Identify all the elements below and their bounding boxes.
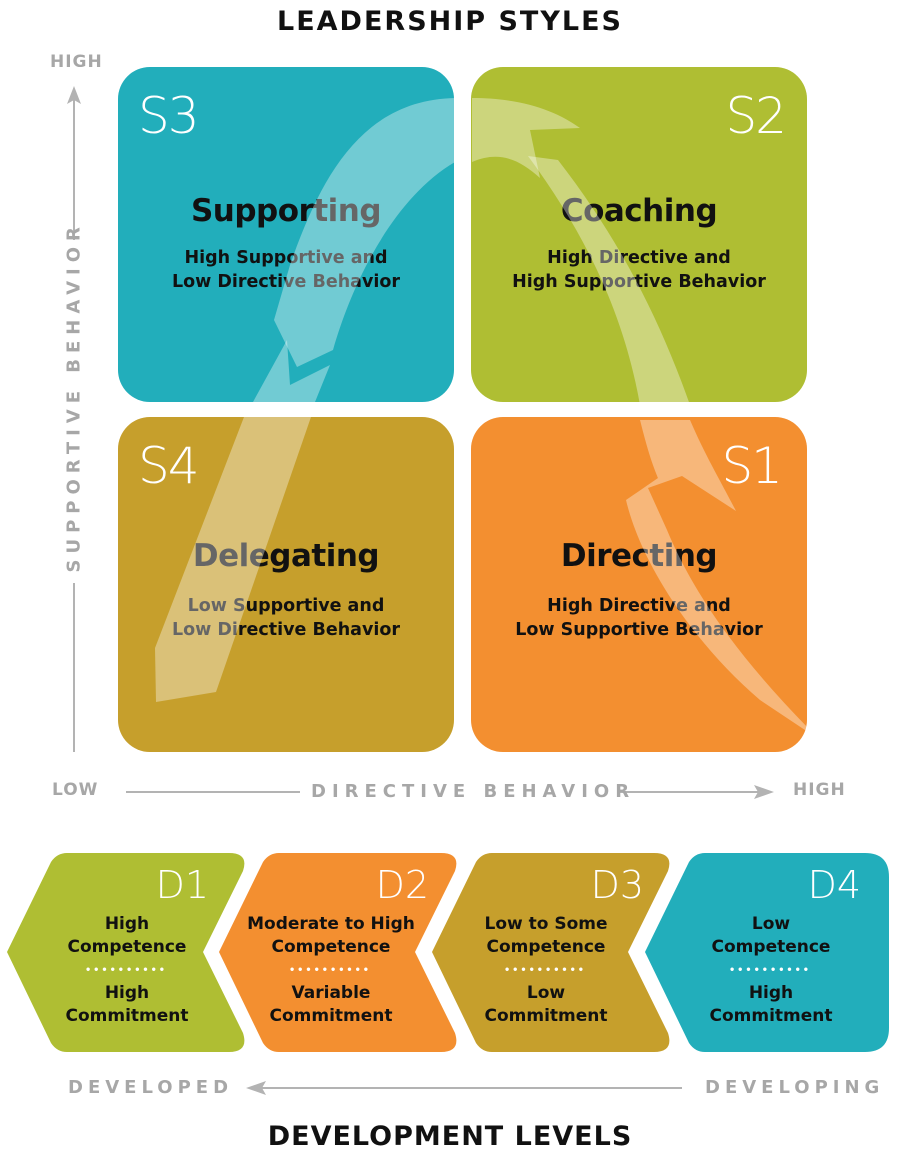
competence-line2: Competence <box>486 937 606 957</box>
competence-line2: Competence <box>711 937 831 957</box>
quadrant-number: S2 <box>725 87 787 145</box>
y-axis-arrow-icon <box>67 86 81 752</box>
competence-line1: Low to Some <box>484 914 608 934</box>
development-level-d2: D2 Moderate to High Competence •••••••••… <box>219 853 461 1052</box>
level-number: D4 <box>807 863 861 907</box>
quadrant-number: S4 <box>138 437 200 495</box>
commitment-line1: Low <box>526 983 566 1003</box>
competence-line1: Low <box>751 914 791 934</box>
quadrant-title: Delegating <box>192 538 380 574</box>
quadrant-desc-line2: High Supportive Behavior <box>512 272 766 292</box>
quadrant-desc-line2: Low Directive Behavior <box>171 272 401 292</box>
quadrant-desc-line1: High Directive and <box>547 596 731 616</box>
developing-label: DEVELOPING <box>705 1077 885 1098</box>
competence-line2: Competence <box>271 937 391 957</box>
dotted-separator: •••••••••• <box>504 962 587 976</box>
quadrant-s3-supporting: S3 Supporting High Supportive and Low Di… <box>118 67 454 402</box>
chevron-shape-icon <box>432 853 670 1052</box>
y-axis-high-label: HIGH <box>50 52 103 72</box>
commitment-line2: Commitment <box>484 1006 608 1026</box>
quadrant-desc-line2: Low Supportive Behavior <box>515 620 763 640</box>
chevron-shape-icon <box>219 853 457 1052</box>
competence-line2: Competence <box>67 937 187 957</box>
chevron-shape-icon <box>7 853 245 1052</box>
dotted-separator: •••••••••• <box>729 962 812 976</box>
quadrant-s4-delegating: S4 Delegating Low Supportive and Low Dir… <box>118 417 454 752</box>
x-axis-high-label: HIGH <box>793 780 846 800</box>
quadrant-s2-coaching: S2 Coaching High Directive and High Supp… <box>471 67 807 402</box>
development-axis-arrow-icon <box>246 1081 682 1095</box>
level-number: D3 <box>590 863 644 907</box>
quadrant-title: Coaching <box>560 193 718 229</box>
y-axis-label: SUPPORTIVE BEHAVIOR <box>63 221 85 573</box>
development-level-d4: D4 Low Competence •••••••••• High Commit… <box>645 853 889 1052</box>
x-axis-arrow-icon <box>126 785 774 799</box>
dotted-separator: •••••••••• <box>85 962 168 976</box>
quadrant-desc-line1: High Directive and <box>547 248 731 268</box>
dotted-separator: •••••••••• <box>289 962 372 976</box>
development-level-d1: D1 High Competence •••••••••• High Commi… <box>7 853 249 1052</box>
quadrant-number: S3 <box>138 87 200 145</box>
commitment-line2: Commitment <box>269 1006 393 1026</box>
quadrant-title: Supporting <box>190 193 382 229</box>
commitment-line2: Commitment <box>65 1006 189 1026</box>
quadrant-desc-line1: High Supportive and <box>184 248 388 268</box>
quadrant-s1-directing: S1 Directing High Directive and Low Supp… <box>471 417 807 752</box>
quadrant-number: S1 <box>721 437 783 495</box>
commitment-line1: High <box>104 983 150 1003</box>
commitment-line1: High <box>748 983 794 1003</box>
level-number: D1 <box>155 863 209 907</box>
quadrant-desc-line2: Low Directive Behavior <box>171 620 401 640</box>
level-number: D2 <box>375 863 429 907</box>
competence-line1: High <box>104 914 150 934</box>
quadrant-title: Directing <box>560 538 718 574</box>
quadrant-desc-line1: Low Supportive and <box>187 596 385 616</box>
leadership-styles-title: LEADERSHIP STYLES <box>277 6 623 37</box>
x-axis-low-label: LOW <box>52 780 99 800</box>
commitment-line2: Commitment <box>709 1006 833 1026</box>
competence-line1: Moderate to High <box>247 914 415 934</box>
developed-label: DEVELOPED <box>68 1077 234 1098</box>
commitment-line1: Variable <box>291 983 371 1003</box>
development-levels-title: DEVELOPMENT LEVELS <box>267 1121 633 1152</box>
tab-shape-icon <box>645 853 889 1052</box>
x-axis-label: DIRECTIVE BEHAVIOR <box>311 781 636 802</box>
development-level-d3: D3 Low to Some Competence •••••••••• Low… <box>432 853 674 1052</box>
